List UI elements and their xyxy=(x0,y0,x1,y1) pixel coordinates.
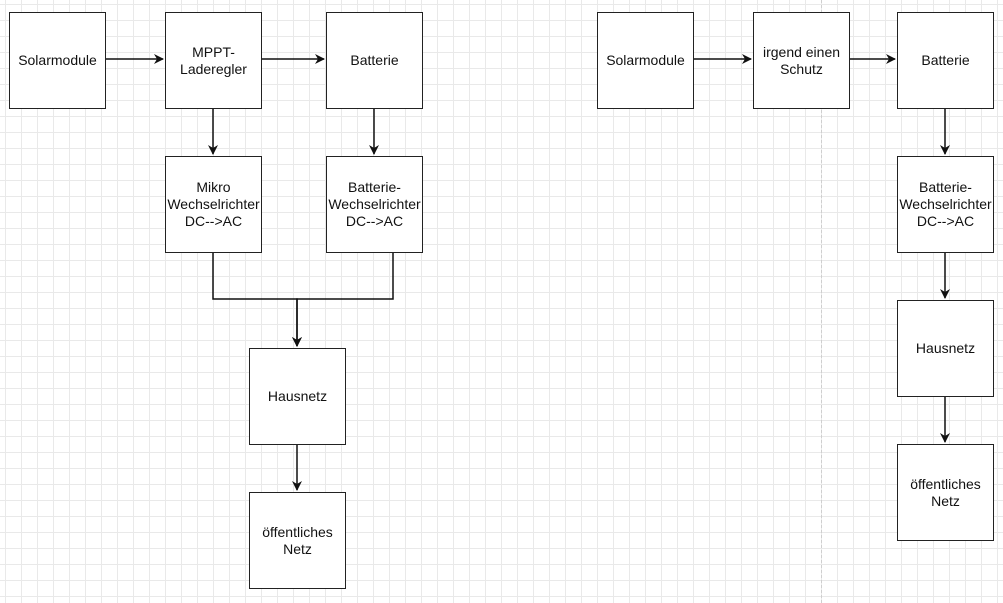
node-hausnetz[interactable]: Hausnetz xyxy=(249,348,346,445)
edge-battery-inverter-to-house-grid xyxy=(292,252,394,347)
node-right-batterie[interactable]: Batterie xyxy=(897,12,994,109)
node-label: MPPT- Laderegler xyxy=(180,43,247,77)
node-label: Batterie xyxy=(921,52,970,68)
node-label: öffentliches Netz xyxy=(910,475,981,509)
node-right-hausnetz[interactable]: Hausnetz xyxy=(897,300,994,397)
node-irgend-einen-schutz[interactable]: irgend einen Schutz xyxy=(753,12,850,109)
node-label: Batterie- Wechselrichter DC-->AC xyxy=(328,179,421,229)
node-label: Hausnetz xyxy=(915,340,976,356)
node-batterie-wechselrichter[interactable]: Batterie- Wechselrichter DC-->AC xyxy=(326,156,423,253)
node-mppt-laderegler[interactable]: MPPT- Laderegler xyxy=(165,12,262,109)
node-label: öffentliches Netz xyxy=(262,523,333,557)
node-label: Batterie xyxy=(350,52,399,68)
node-label: Solarmodule xyxy=(18,52,97,68)
node-right-batterie-wechselrichter[interactable]: Batterie- Wechselrichter DC-->AC xyxy=(897,156,994,253)
node-mikro-wechselrichter[interactable]: Mikro Wechselrichter DC-->AC xyxy=(165,156,262,253)
node-label: Hausnetz xyxy=(267,388,328,404)
edge-micro-inverter-to-house-grid xyxy=(212,252,302,347)
node-label: Mikro Wechselrichter DC-->AC xyxy=(167,179,260,229)
node-label: irgend einen Schutz xyxy=(762,43,841,77)
node-label: Batterie- Wechselrichter DC-->AC xyxy=(899,179,992,229)
node-label: Solarmodule xyxy=(606,52,685,68)
page-divider-guide xyxy=(821,0,822,603)
node-right-oeffentliches-netz[interactable]: öffentliches Netz xyxy=(897,444,994,541)
node-batterie[interactable]: Batterie xyxy=(326,12,423,109)
node-right-solarmodule[interactable]: Solarmodule xyxy=(597,12,694,109)
node-oeffentliches-netz[interactable]: öffentliches Netz xyxy=(249,492,346,589)
node-solarmodule[interactable]: Solarmodule xyxy=(9,12,106,109)
